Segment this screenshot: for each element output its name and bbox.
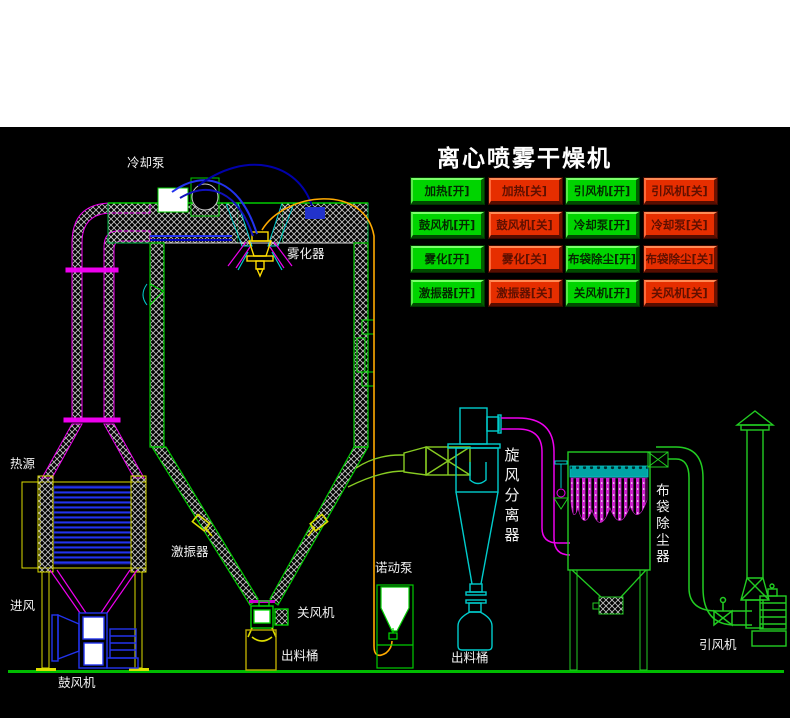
btn-induced-fan-off[interactable]: 引风机[关]	[643, 178, 717, 204]
discharge-barrel-left-shape	[245, 629, 277, 671]
chamber-top	[107, 202, 369, 247]
btn-heat-off[interactable]: 加热[关]	[488, 178, 562, 204]
stack-and-fan	[734, 410, 787, 647]
ground-line	[8, 670, 784, 673]
spray-lines	[227, 241, 293, 271]
rotary-valve-device	[247, 600, 289, 642]
heater	[21, 475, 149, 671]
btn-rotary-valve-on[interactable]: 关风机[开]	[566, 280, 639, 306]
btn-blower-on[interactable]: 鼓风机[开]	[411, 212, 484, 238]
label-air-inlet: 进风	[10, 598, 36, 613]
feed-hopper	[376, 584, 414, 669]
blower-device	[51, 612, 139, 669]
scada-canvas: 离心喷雾干燥机 加热[开] 加热[关] 引风机[开] 引风机[关] 鼓风机[开]…	[0, 127, 790, 718]
label-cooling-pump: 冷却泵	[127, 155, 165, 170]
bag-filter-shape	[553, 451, 669, 671]
label-discharge-barrel-right: 出料桶	[451, 650, 489, 665]
btn-rotary-valve-off[interactable]: 关风机[关]	[643, 280, 717, 306]
cooling-pump-device	[157, 177, 220, 217]
page-title: 离心喷雾干燥机	[437, 146, 612, 172]
label-peristaltic-pump: 诺动泵	[375, 560, 413, 575]
label-heat-source: 热源	[10, 456, 36, 471]
label-induced-fan: 引风机	[699, 637, 737, 652]
feed-pipe	[261, 198, 393, 657]
label-atomizer: 雾化器	[287, 246, 325, 261]
control-button-panel: 加热[开] 加热[关] 引风机[开] 引风机[关] 鼓风机[开] 鼓风机[关] …	[411, 178, 717, 306]
btn-atomize-on[interactable]: 雾化[开]	[411, 246, 484, 272]
btn-vibrator-off[interactable]: 激振器[关]	[488, 280, 562, 306]
cyclone-separator-shape	[447, 407, 502, 651]
btn-bag-filter-off[interactable]: 布袋除尘[关]	[643, 246, 717, 272]
cooling-water-pipes	[171, 163, 313, 237]
btn-atomize-off[interactable]: 雾化[关]	[488, 246, 562, 272]
btn-induced-fan-on[interactable]: 引风机[开]	[566, 178, 639, 204]
btn-vibrator-on[interactable]: 激振器[开]	[411, 280, 484, 306]
process-diagram	[8, 163, 787, 673]
hot-air-duct	[41, 202, 151, 479]
atomizer-device	[246, 231, 274, 278]
vibrators	[191, 513, 329, 537]
label-vibrator: 激振器	[171, 544, 209, 559]
btn-cooling-pump-off[interactable]: 冷却泵[关]	[643, 212, 717, 238]
heater-to-blower-duct	[49, 569, 138, 614]
cyclone-inlet-duct	[347, 446, 471, 488]
btn-bag-filter-on[interactable]: 布袋除尘[开]	[566, 246, 639, 272]
label-bag-filter: 布袋除尘器	[652, 483, 669, 566]
label-cyclone: 旋风分离器	[502, 447, 521, 547]
btn-blower-off[interactable]: 鼓风机[关]	[488, 212, 562, 238]
label-discharge-barrel-left: 出料桶	[281, 648, 319, 663]
label-rotary-valve: 关风机	[297, 605, 335, 620]
cyclone-outlet-pipe	[501, 417, 571, 556]
btn-cooling-pump-on[interactable]: 冷却泵[开]	[566, 212, 639, 238]
fan-inlet-pipe	[656, 446, 752, 627]
label-blower: 鼓风机	[58, 675, 96, 690]
btn-heat-on[interactable]: 加热[开]	[411, 178, 484, 204]
